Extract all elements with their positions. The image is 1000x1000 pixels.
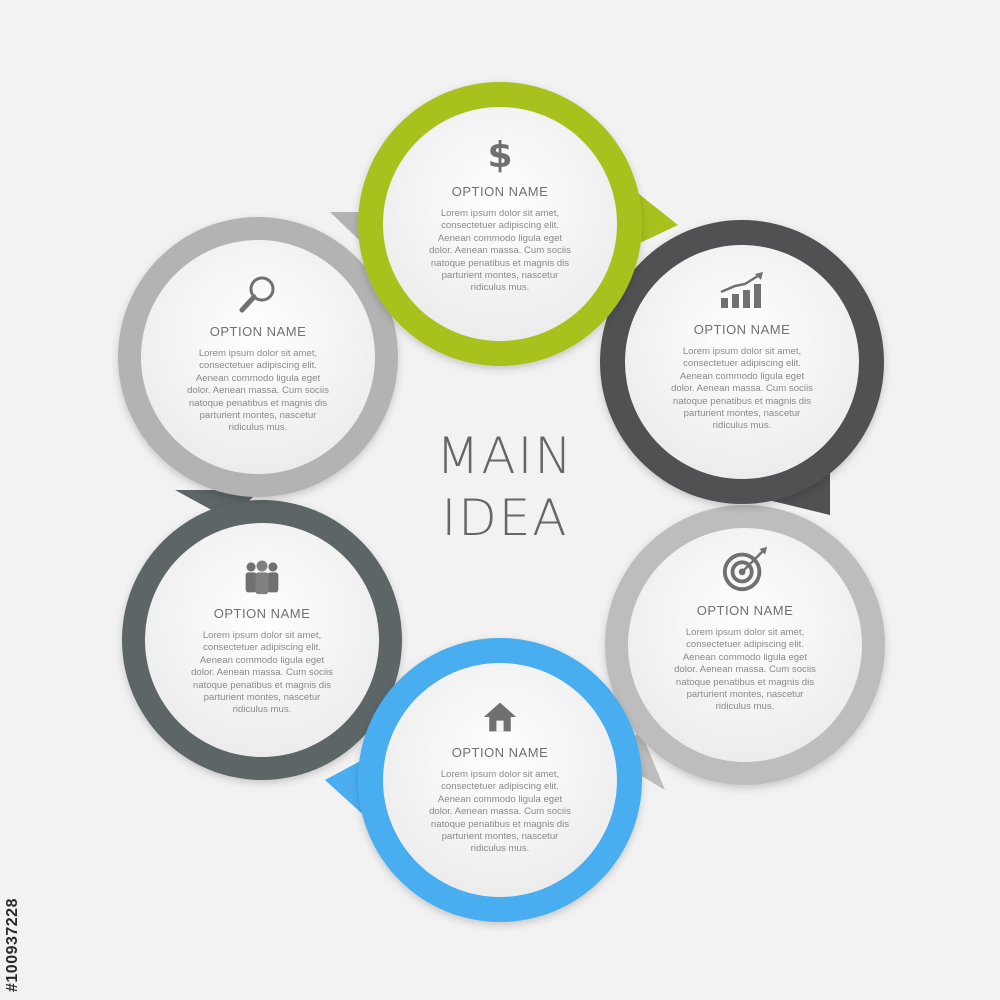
growth-chart-icon bbox=[720, 272, 763, 308]
option-finance: $ OPTION NAME Lorem ipsum dolor sit amet… bbox=[390, 114, 610, 334]
option-team-text: Lorem ipsum dolor sit amet, consectetuer… bbox=[191, 630, 333, 716]
option-growth-text: Lorem ipsum dolor sit amet, consectetuer… bbox=[671, 346, 813, 432]
watermark-id: #100937228 bbox=[4, 898, 21, 992]
ring-finance bbox=[358, 82, 678, 366]
option-team-name: OPTION NAME bbox=[213, 606, 311, 621]
main-idea-line1: MAIN bbox=[436, 427, 574, 485]
option-home: OPTION NAME Lorem ipsum dolor sit amet, … bbox=[390, 675, 610, 895]
option-home-text: Lorem ipsum dolor sit amet, consectetuer… bbox=[429, 769, 571, 855]
ring-growth bbox=[600, 220, 884, 515]
main-idea-line2: IDEA bbox=[441, 489, 569, 547]
svg-text:$: $ bbox=[487, 135, 512, 174]
option-search-text: Lorem ipsum dolor sit amet, consectetuer… bbox=[187, 348, 329, 434]
option-target: OPTION NAME Lorem ipsum dolor sit amet, … bbox=[635, 535, 855, 755]
search-icon bbox=[239, 276, 275, 313]
ring-home bbox=[325, 638, 642, 922]
option-team: OPTION NAME Lorem ipsum dolor sit amet, … bbox=[152, 532, 372, 752]
ring-growth-inner bbox=[625, 245, 859, 479]
team-icon bbox=[245, 560, 279, 595]
option-target-text: Lorem ipsum dolor sit amet, consectetuer… bbox=[674, 627, 816, 713]
ring-target bbox=[605, 505, 885, 790]
option-finance-name: OPTION NAME bbox=[451, 184, 549, 199]
ring-target-inner bbox=[628, 528, 862, 762]
ring-finance-inner bbox=[383, 107, 617, 341]
option-finance-text: Lorem ipsum dolor sit amet, consectetuer… bbox=[429, 208, 571, 294]
main-idea-title: MAIN IDEA bbox=[380, 425, 630, 549]
ring-team bbox=[122, 490, 402, 780]
option-search: OPTION NAME Lorem ipsum dolor sit amet, … bbox=[148, 250, 368, 470]
ring-team-inner bbox=[145, 523, 379, 757]
ring-search-inner bbox=[141, 240, 375, 474]
ring-home-inner bbox=[383, 663, 617, 897]
option-target-name: OPTION NAME bbox=[696, 603, 794, 618]
home-icon bbox=[483, 702, 517, 732]
target-icon bbox=[722, 546, 768, 592]
option-growth: OPTION NAME Lorem ipsum dolor sit amet, … bbox=[632, 252, 852, 472]
dollar-icon: $ bbox=[487, 135, 512, 174]
option-growth-name: OPTION NAME bbox=[693, 322, 791, 337]
option-home-name: OPTION NAME bbox=[451, 745, 549, 760]
ring-team-tail bbox=[175, 490, 260, 520]
option-search-name: OPTION NAME bbox=[209, 324, 307, 339]
